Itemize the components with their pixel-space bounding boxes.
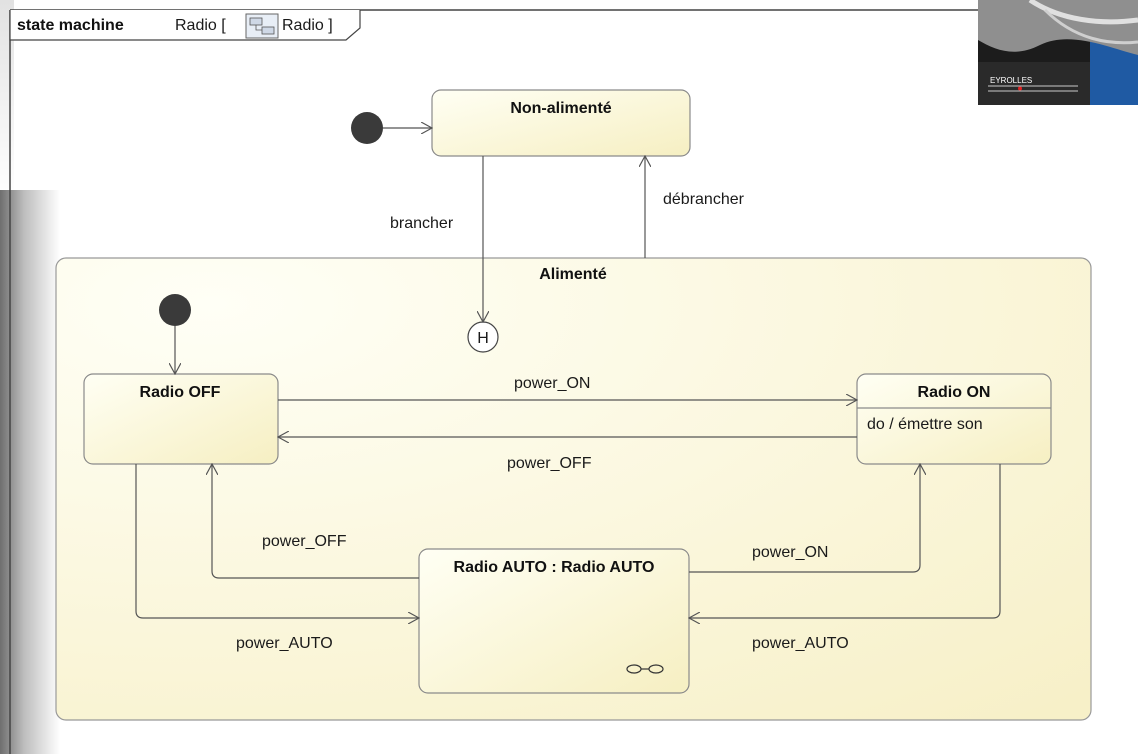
frame-name: Radio [ (175, 17, 226, 34)
state-radio-off[interactable]: Radio OFF (83, 373, 279, 465)
state-alimente[interactable]: Alimenté (55, 257, 1092, 721)
state-radio-auto[interactable]: Radio AUTO : Radio AUTO (418, 548, 690, 694)
diagram-frame: state machine Radio [ Radio ] (9, 9, 1138, 754)
transition-labels: brancher débrancher power_ON power_OFF p… (236, 191, 849, 652)
state-radio-auto-name: Radio AUTO : Radio AUTO (454, 559, 655, 576)
frame-type-name: Radio ] (282, 17, 333, 34)
transitions (135, 128, 1001, 618)
state-non-alimente[interactable]: Non-alimenté (431, 89, 691, 157)
label-on-to-off: power_OFF (507, 455, 592, 472)
edge-auto-to-off[interactable] (212, 464, 419, 579)
initial-pseudostate[interactable] (351, 112, 383, 144)
state-radio-on-activity: do / émettre son (867, 416, 983, 433)
label-on-to-auto: power_AUTO (752, 635, 849, 652)
state-non-alimente-name: Non-alimenté (510, 100, 611, 117)
classifier-icon (245, 13, 279, 39)
edge-off-to-auto[interactable] (135, 464, 419, 618)
label-debrancher: débrancher (663, 191, 745, 208)
history-label: H (477, 330, 489, 347)
label-auto-to-off: power_OFF (262, 533, 347, 550)
label-off-to-auto: power_AUTO (236, 635, 333, 652)
state-radio-off-name: Radio OFF (140, 384, 221, 401)
history-pseudostate[interactable]: H (467, 321, 499, 353)
edge-on-to-auto[interactable] (689, 464, 1001, 618)
state-radio-on-name: Radio ON (918, 384, 991, 401)
label-brancher: brancher (390, 215, 454, 232)
label-auto-to-on: power_ON (752, 544, 828, 561)
edge-auto-to-on[interactable] (689, 464, 920, 573)
state-radio-on[interactable]: Radio ON do / émettre son (856, 373, 1052, 465)
frame-keyword: state machine (17, 17, 124, 34)
page-shadow-left (0, 190, 60, 754)
inner-initial-pseudostate[interactable] (159, 294, 191, 326)
submachine-icon (626, 664, 664, 674)
book-cover-image: EYROLLES (978, 0, 1138, 105)
publisher-label: EYROLLES (990, 76, 1032, 85)
state-alimente-name: Alimenté (539, 266, 607, 283)
label-off-to-on: power_ON (514, 375, 590, 392)
